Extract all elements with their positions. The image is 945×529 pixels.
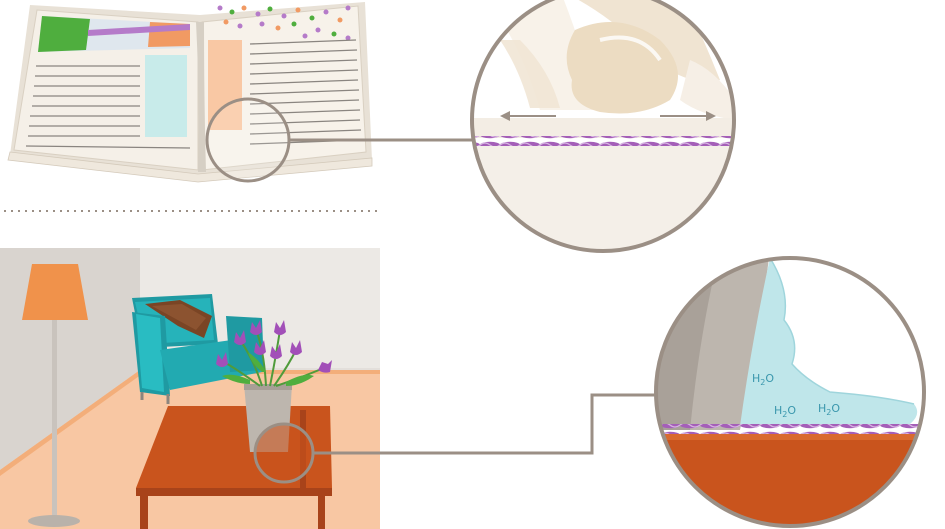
floor-lamp	[22, 264, 88, 527]
h2o-label-2: H2O	[774, 404, 796, 419]
water-droplet	[740, 258, 918, 426]
magazine-zoom-spot	[205, 97, 291, 183]
table-magnifier: H2O H2O H2O	[654, 256, 926, 528]
h2o-label-1: H2O	[752, 372, 774, 387]
magazine-magnifier	[470, 0, 736, 253]
arrow-left-icon	[500, 111, 556, 121]
table-connector-line	[313, 393, 660, 455]
table-zoom-spot	[253, 422, 315, 484]
coating-layer-top	[472, 136, 734, 146]
armchair	[132, 294, 264, 404]
arrow-right-icon	[660, 111, 716, 121]
h2o-label-3: H2O	[818, 402, 840, 417]
magazine-illustration	[7, 2, 373, 183]
living-room-illustration	[0, 248, 380, 529]
coating-layer-bottom	[656, 424, 924, 434]
